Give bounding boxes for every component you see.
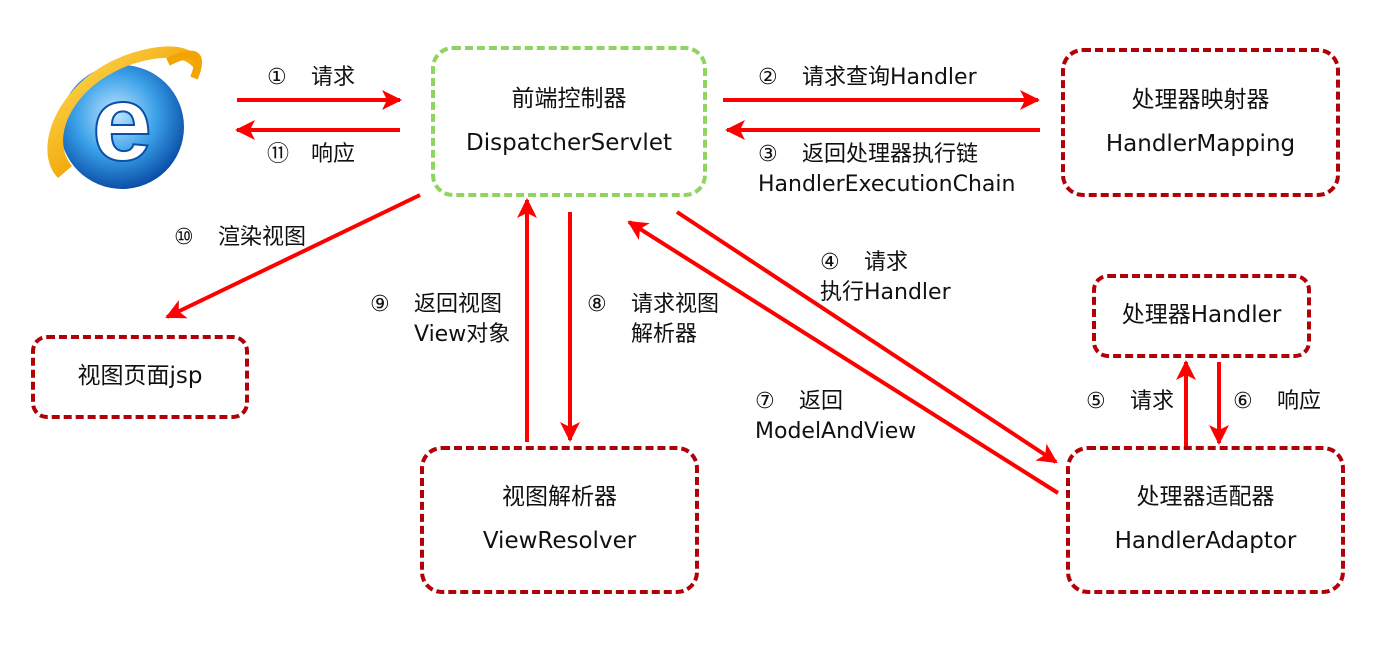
handler-adaptor-title: 处理器适配器 [1136,484,1275,511]
internet-explorer-icon: e [47,46,202,189]
dispatcher-servlet-box: 前端控制器 DispatcherServlet [431,46,707,197]
handler-box: 处理器Handler [1092,274,1311,358]
view-page-jsp-box: 视图页面jsp [31,335,249,419]
handler-mapping-title: 处理器映射器 [1131,86,1270,113]
svg-text:e: e [92,62,152,183]
handler-adaptor-class: HandlerAdaptor [1114,528,1297,554]
handler-title: 处理器Handler [1121,302,1282,329]
arrow-4-execute-handler [675,210,1058,464]
dispatcher-title: 前端控制器 [511,85,627,112]
dispatcher-class: DispatcherServlet [465,129,672,156]
arrow-10-render-view [165,193,421,319]
handler-mapping-class: HandlerMapping [1105,130,1296,157]
view-resolver-class: ViewResolver [482,528,637,554]
handler-mapping-box: 处理器映射器 HandlerMapping [1061,48,1340,197]
view-resolver-box: 视图解析器 ViewResolver [420,446,699,594]
view-page-title: 视图页面jsp [77,363,203,390]
view-resolver-title: 视图解析器 [502,484,617,511]
arrow-7-return-modelandview [627,220,1060,495]
handler-adaptor-box: 处理器适配器 HandlerAdaptor [1066,446,1345,594]
